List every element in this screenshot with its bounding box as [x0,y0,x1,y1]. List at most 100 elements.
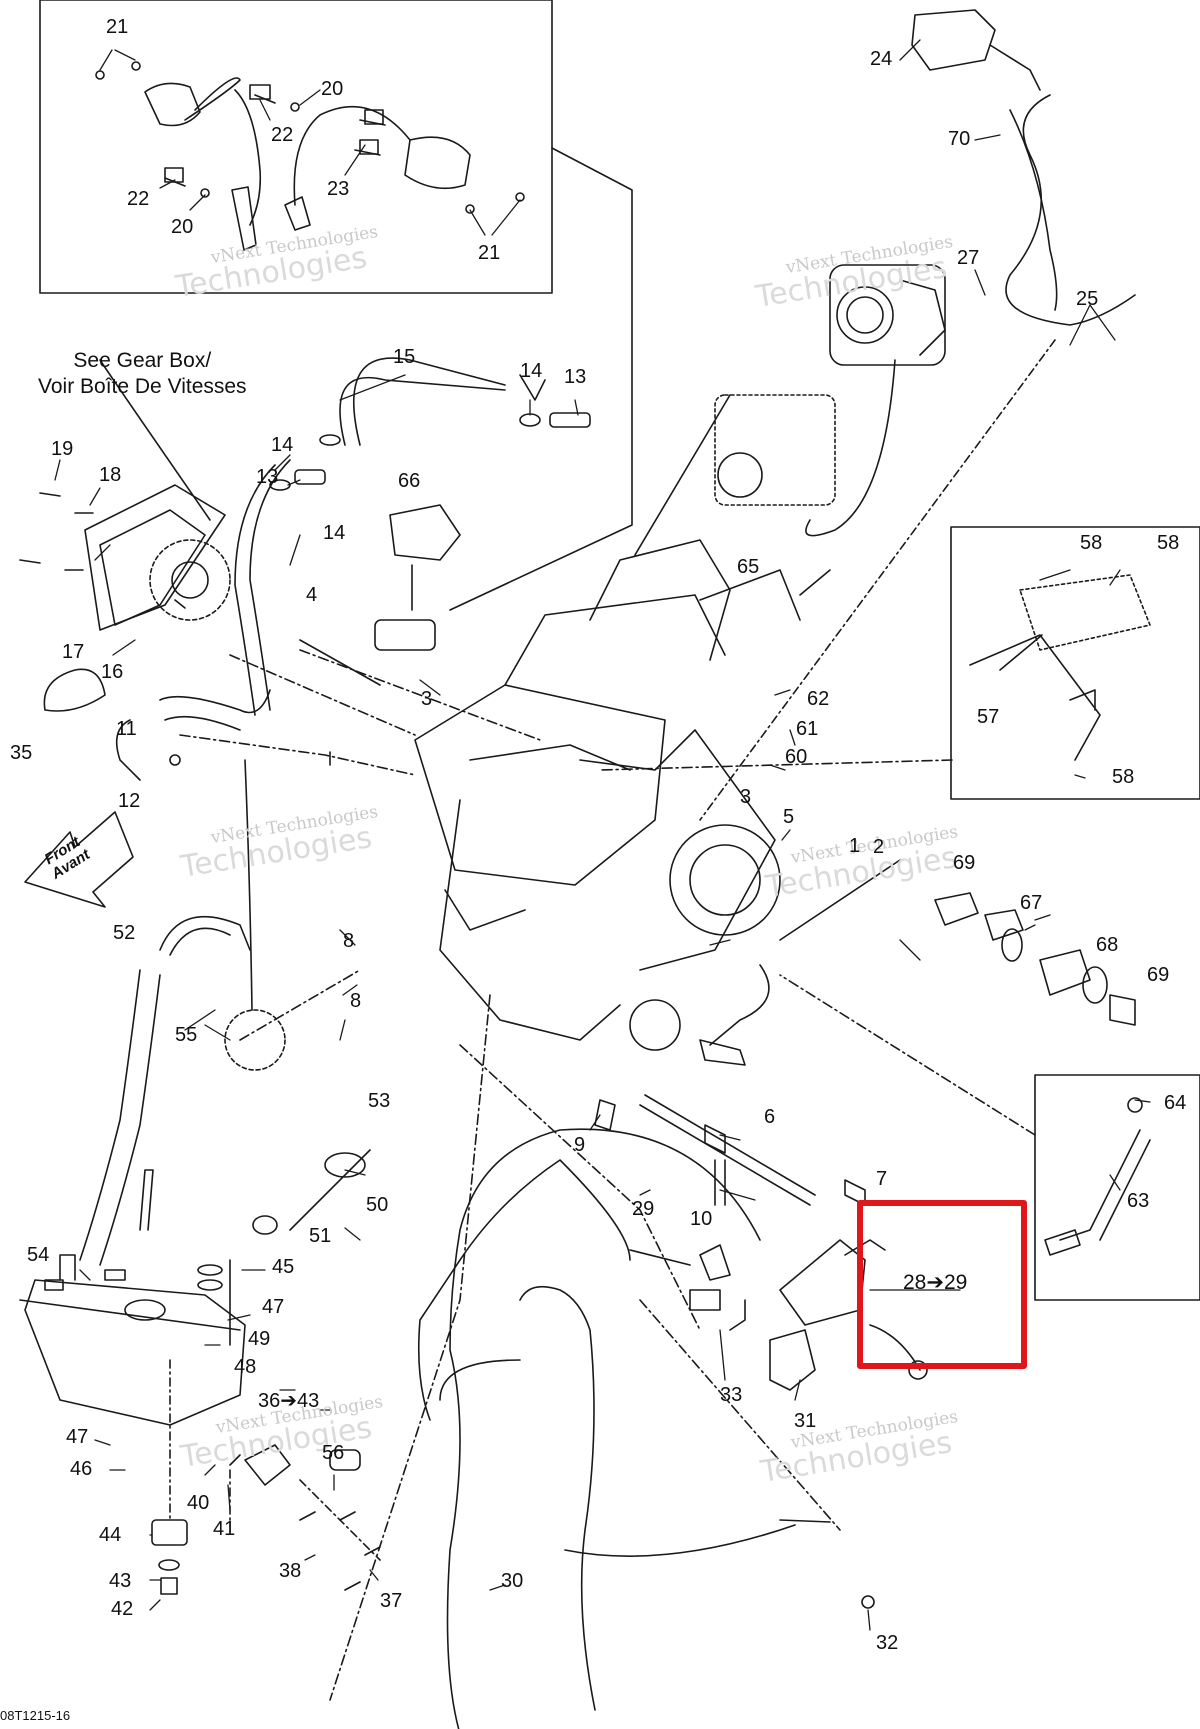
callout-27: 27 [957,247,980,269]
callout-58: 58 [1157,532,1180,554]
drive-sprocket [149,539,231,621]
callout-36-43: 36➔43 [258,1390,320,1412]
callout-69: 69 [1147,964,1170,986]
tank-fittings [44,1264,223,1291]
callout-13: 13 [564,366,587,388]
throttle-cable-30 [519,1285,596,1711]
callout-38: 38 [279,1560,302,1582]
ignition-detail-frame [39,0,553,294]
bracket-57 [969,574,1151,761]
bolt-4 [299,639,381,686]
cable-route [417,1159,631,1421]
callout-53: 53 [368,1090,391,1112]
callout-46: 46 [70,1458,93,1480]
callout-14: 14 [520,360,543,382]
callout-3: 3 [421,688,433,710]
callout-2: 2 [873,836,885,858]
callout-35: 35 [10,742,33,764]
callout-22: 22 [127,188,150,210]
callout-62: 62 [807,688,830,710]
throttle-cable [1005,94,1136,326]
callout-8: 8 [350,990,362,1012]
callout-23: 23 [327,178,350,200]
callout-11: 11 [116,718,137,740]
bolt-oil-tank [139,1169,154,1231]
engine-to-throttle-leader [799,569,831,596]
ignition-screws [95,61,525,214]
cable-end-29 [629,1249,691,1266]
clutch-lever-28 [779,1239,928,1380]
clamp-fittings [269,412,591,491]
callout-14: 14 [271,434,294,456]
throttle-body [829,264,946,366]
callout-49: 49 [248,1328,271,1350]
callout-55: 55 [175,1024,198,1046]
callout-21: 21 [478,242,501,264]
cable-30-fitting [779,1519,831,1523]
long-bolts [594,1094,866,1206]
bracket-31 [769,1329,816,1391]
callout-47: 47 [66,1426,89,1448]
cable-harness [439,1359,521,1401]
callout-32: 32 [876,1632,899,1654]
highlight-box [857,1200,1027,1369]
callout-3: 3 [740,786,752,808]
callout-44: 44 [99,1524,122,1546]
hose-clamp-12 [115,719,141,781]
callout-42: 42 [111,1598,134,1620]
oil-leaders [229,1469,381,1561]
callout-5: 5 [783,806,795,828]
front-arrow [24,811,134,908]
shift-lever-63 [1044,1097,1151,1256]
throttle-cable-top [1009,109,1058,311]
gearbox-leader [99,359,211,521]
callout-51: 51 [309,1225,332,1247]
callout-16: 16 [101,661,124,683]
callout-10: 10 [690,1208,713,1230]
oil-drain-parts [151,1359,381,1595]
callout-22: 22 [271,124,294,146]
shift-lever-detail-frame [1034,1074,1200,1301]
callout-43: 43 [109,1570,132,1592]
throttle-housing-lower [714,394,836,506]
callout-61: 61 [796,718,819,740]
callout-24: 24 [870,48,893,70]
gasket-66 [389,504,461,561]
callout-25: 25 [1076,288,1099,310]
callout-63: 63 [1127,1190,1150,1212]
o-ring-51 [252,1215,278,1235]
engine-block [414,539,801,1051]
shift-shaft [709,964,770,1046]
ignition-leader [449,147,633,611]
callout-18: 18 [99,464,122,486]
sleeve-set [934,892,1136,1026]
dipstick-50 [289,1149,371,1231]
callout-52: 52 [113,922,136,944]
callout-8: 8 [343,930,355,952]
callout-60: 60 [785,746,808,768]
callout-13: 13 [256,466,279,488]
callout-41: 41 [213,1518,236,1540]
o-ring-35 [43,668,106,712]
callout-47: 47 [262,1296,285,1318]
coolant-hose-52 [79,969,161,1266]
hose-to-fitting-55 [244,759,253,1011]
coolant-hoses [159,357,546,731]
gearbox-cover [84,484,226,631]
ignition-coil-left [144,77,262,251]
callout-30: 30 [501,1570,524,1592]
callout-19: 19 [51,438,74,460]
clamp-12-screw [169,754,181,766]
sleeve-leader [779,859,901,941]
callout-64: 64 [1164,1092,1187,1114]
callout-56: 56 [322,1442,345,1464]
callout-45: 45 [272,1256,295,1278]
fitting-55 [224,1009,286,1071]
diagram-code: 08T1215-16 [0,1708,71,1723]
callout-4: 4 [306,584,318,606]
callout-50: 50 [366,1194,389,1216]
callout-48: 48 [234,1356,257,1378]
callout-40: 40 [187,1492,210,1514]
cable-adjuster [699,1244,731,1281]
gearbox-bolts [19,492,94,571]
